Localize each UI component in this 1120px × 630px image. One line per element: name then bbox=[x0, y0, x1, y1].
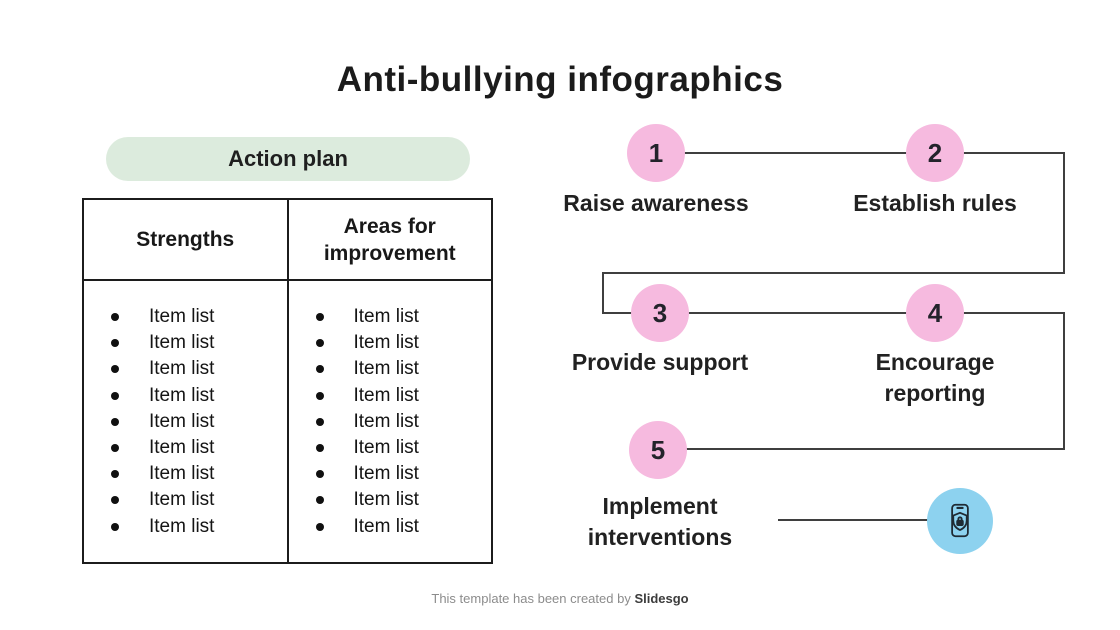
table-column-strengths: Strengths Item list Item list Item list … bbox=[84, 200, 289, 562]
action-plan-table: Strengths Item list Item list Item list … bbox=[82, 198, 493, 564]
list-item: Item list bbox=[315, 409, 492, 435]
bullet-dot-icon bbox=[315, 339, 324, 348]
list-item: Item list bbox=[315, 383, 492, 409]
page-title: Anti-bullying infographics bbox=[336, 60, 784, 99]
list-item: Item list bbox=[111, 514, 287, 540]
bullet-dot-icon bbox=[111, 417, 119, 426]
list-item: Item list bbox=[315, 330, 492, 356]
bullet-dot-icon bbox=[111, 496, 119, 505]
bullet-dot-icon bbox=[315, 313, 324, 322]
list-item: Item list bbox=[111, 487, 287, 513]
step-1-label: Raise awareness bbox=[563, 190, 749, 216]
bullet-dot-icon bbox=[315, 365, 324, 374]
bullet-dot-icon bbox=[315, 470, 324, 479]
list-item: Item list bbox=[111, 383, 287, 409]
bullet-dot-icon bbox=[111, 470, 119, 479]
step-4-label: Encourage reporting bbox=[875, 349, 995, 406]
action-plan-badge: Action plan bbox=[106, 137, 470, 181]
list-item: Item list bbox=[111, 330, 287, 356]
step-5-label: Implement interventions bbox=[587, 493, 733, 550]
step-2-label: Establish rules bbox=[853, 190, 1017, 216]
list-item: Item list bbox=[315, 487, 492, 513]
strengths-list: Item list Item list Item list Item list … bbox=[84, 281, 287, 540]
bullet-dot-icon bbox=[315, 496, 324, 505]
bullet-dot-icon bbox=[315, 417, 324, 426]
improvement-list: Item list Item list Item list Item list … bbox=[289, 281, 492, 540]
security-icon-circle bbox=[927, 488, 993, 554]
list-item: Item list bbox=[111, 409, 287, 435]
bullet-dot-icon bbox=[315, 391, 324, 400]
list-item: Item list bbox=[111, 461, 287, 487]
list-item: Item list bbox=[315, 435, 492, 461]
bullet-dot-icon bbox=[111, 339, 119, 348]
column-header-improvement: Areas for improvement bbox=[288, 200, 491, 281]
step-3-label: Provide support bbox=[571, 349, 749, 375]
bullet-dot-icon bbox=[315, 444, 324, 453]
footer-text: This template has been created by bbox=[431, 591, 635, 606]
bullet-dot-icon bbox=[111, 522, 119, 531]
bullet-dot-icon bbox=[111, 444, 119, 453]
step-3-circle: 3 bbox=[631, 284, 689, 342]
table-column-improvement: Areas for improvement Item list Item lis… bbox=[288, 200, 492, 562]
step-5-circle: 5 bbox=[629, 421, 687, 479]
list-item: Item list bbox=[111, 304, 287, 330]
list-item: Item list bbox=[315, 461, 492, 487]
step-connector-line bbox=[602, 152, 1065, 450]
bullet-dot-icon bbox=[111, 365, 119, 374]
step-4-circle: 4 bbox=[906, 284, 964, 342]
list-item: Item list bbox=[315, 356, 492, 382]
bullet-dot-icon bbox=[111, 313, 119, 322]
bullet-dot-icon bbox=[315, 522, 324, 531]
column-header-strengths: Strengths bbox=[84, 200, 287, 281]
step-2-circle: 2 bbox=[906, 124, 964, 182]
phone-shield-lock-icon bbox=[951, 503, 969, 538]
footer-brand: Slidesgo bbox=[634, 591, 689, 606]
bullet-dot-icon bbox=[111, 391, 119, 400]
list-item: Item list bbox=[315, 304, 492, 330]
list-item: Item list bbox=[111, 435, 287, 461]
list-item: Item list bbox=[315, 514, 492, 540]
footer-credit: This template has been created by Slides… bbox=[0, 591, 1120, 606]
list-item: Item list bbox=[111, 356, 287, 382]
step-1-circle: 1 bbox=[627, 124, 685, 182]
